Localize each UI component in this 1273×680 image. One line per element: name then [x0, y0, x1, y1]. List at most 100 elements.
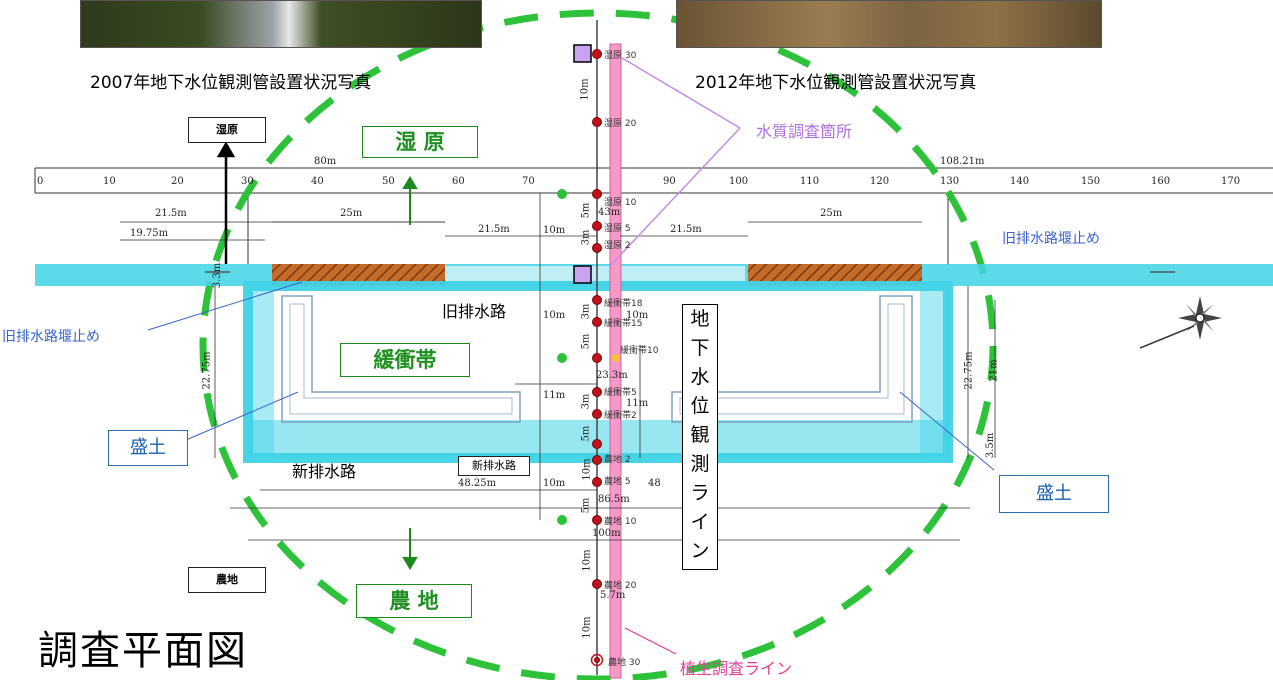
point-label: 緩衝帯15	[604, 319, 643, 329]
ruler-span-80: 80m	[314, 156, 337, 167]
point-label: 湿原 10	[604, 198, 637, 208]
point-label: 緩衝帯18	[604, 299, 643, 309]
ruler-tick: 160	[1151, 176, 1171, 187]
zone-label-buffer: 緩衝帯	[340, 343, 470, 377]
dim-label: 23.3m	[596, 370, 628, 381]
photo-caption-2007: 2007年地下水位観測管設置状況写真	[90, 73, 372, 93]
embankment-label-right: 盛土	[999, 475, 1109, 513]
ruler-span-108: 108.21m	[940, 156, 985, 167]
ruler-tick: 110	[800, 176, 820, 187]
point-label: 湿原 5	[604, 224, 631, 234]
photo-caption-2012: 2012年地下水位観測管設置状況写真	[695, 73, 977, 93]
ruler-tick: 20	[171, 176, 184, 187]
dim-label: 5.7m	[600, 590, 626, 601]
embankment-l-left	[281, 295, 521, 423]
vertical-char: 位	[690, 395, 710, 417]
dim-label: 10m	[543, 225, 566, 236]
point-label: 農地 10	[604, 517, 637, 527]
old-drain-stop-label-left: 旧排水路堰止め	[2, 329, 100, 345]
dim-label: 21.5m	[670, 224, 702, 235]
embankment-block-left	[272, 264, 445, 286]
vegetation-line-label: 植生調査ライン	[680, 659, 793, 678]
dim-label: 43m	[598, 207, 621, 218]
dim-label: 3m	[580, 303, 592, 320]
ruler-tick: 60	[452, 176, 465, 187]
dim-label: 25m	[820, 208, 843, 219]
point-label: 農地 5	[604, 477, 631, 487]
water-quality-point-top	[573, 44, 592, 63]
ruler-tick: 150	[1081, 176, 1101, 187]
point-label: 緩衝帯2	[604, 411, 637, 421]
point-label: 農地 2	[604, 455, 631, 465]
ruler-tick: 130	[940, 176, 960, 187]
point-label: 湿原 2	[604, 241, 631, 251]
photo-2012	[676, 0, 1102, 48]
dim-label: 22.75m	[201, 351, 213, 390]
ruler-tick: 140	[1010, 176, 1030, 187]
dim-label: 10m	[626, 310, 649, 321]
dim-label: 10m	[581, 549, 593, 572]
page-title: 調査平面図	[38, 628, 248, 674]
vertical-char: 測	[690, 453, 710, 475]
groundwater-line-label: 地 下 水 位 観 測 ラ イ ン	[682, 304, 718, 570]
dim-label: 21.5m	[478, 224, 510, 235]
dim-label: 3.3m	[212, 262, 224, 289]
ruler-tick: 0	[37, 176, 44, 187]
photo-2007	[80, 0, 482, 48]
old-drain-label: 旧排水路	[442, 302, 507, 321]
zone-label-farmland: 農 地	[356, 584, 472, 618]
dim-label: 21.5m	[155, 208, 187, 219]
dim-label: 10m	[581, 458, 593, 481]
vertical-char: 地	[690, 308, 710, 330]
farmland-box: 農地	[188, 567, 266, 593]
dim-label: 48.25m	[458, 478, 497, 489]
point-label: 農地 30	[608, 658, 641, 668]
vertical-char: イ	[690, 511, 710, 533]
new-drain-label: 新排水路	[292, 462, 357, 481]
dim-label: 5m	[580, 425, 592, 442]
vertical-char: 下	[690, 337, 710, 359]
embankment-l-right	[671, 295, 913, 423]
observation-points	[590, 49, 604, 667]
ruler-tick: 90	[663, 176, 676, 187]
vertical-char: 観	[690, 424, 710, 446]
ruler-tick: 70	[522, 176, 535, 187]
dim-label: 10m	[581, 616, 593, 639]
ruler-tick: 40	[311, 176, 324, 187]
new-drain-box: 新排水路	[458, 456, 530, 476]
wetland-direction-box: 湿原	[188, 117, 266, 143]
dim-label: 11m	[543, 390, 566, 401]
ruler-tick: 30	[241, 176, 254, 187]
dim-label: 10m	[543, 478, 566, 489]
embankment-block-right	[748, 264, 922, 286]
dim-label: 25m	[340, 208, 363, 219]
water-quality-label: 水質調査箇所	[756, 122, 853, 141]
ruler-tick: 10	[103, 176, 116, 187]
ruler-tick: 170	[1221, 176, 1241, 187]
point-label: 緩衝帯5	[604, 388, 637, 398]
dim-label: 10m	[543, 310, 566, 321]
dim-label: 3m	[580, 229, 592, 246]
water-quality-point-mid	[573, 265, 592, 284]
dim-label: 48	[648, 478, 661, 489]
zone-label-wetland: 湿 原	[362, 126, 478, 158]
old-drain-stop-label-right: 旧排水路堰止め	[1002, 231, 1100, 247]
dim-label: 19.75m	[130, 228, 169, 239]
survey-area-circle	[199, 9, 997, 680]
north-compass-icon	[1139, 296, 1222, 349]
point-label: 湿原 30	[604, 51, 637, 61]
dim-label: 3m	[580, 393, 592, 410]
dim-label: 3.5m	[985, 432, 997, 459]
dim-label: 100m	[592, 528, 621, 539]
dim-label: 11m	[626, 398, 649, 409]
vertical-char: ン	[690, 540, 710, 562]
vertical-char: 水	[690, 366, 710, 388]
point-label: 農地 20	[604, 581, 637, 591]
dim-label: 10m	[579, 78, 591, 101]
distance-ruler	[34, 167, 1273, 265]
ruler-tick: 120	[870, 176, 890, 187]
dim-label: 5m	[580, 202, 592, 219]
ruler-tick: 50	[382, 176, 395, 187]
point-label: 緩衝帯10	[620, 346, 659, 356]
